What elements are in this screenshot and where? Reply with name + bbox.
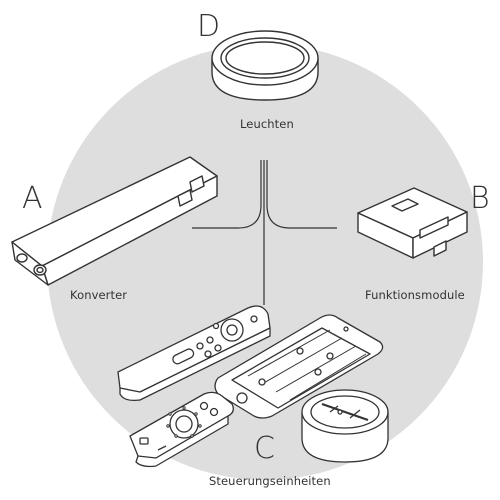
- label-letter-d: D: [197, 9, 221, 44]
- wall-dimmer-icon: [301, 389, 389, 463]
- label-letter-b: B: [470, 181, 490, 216]
- caption-konverter: Konverter: [70, 288, 128, 302]
- caption-funktionsmodule: Funktionsmodule: [365, 288, 465, 302]
- label-letter-a: A: [22, 181, 43, 216]
- caption-leuchten: Leuchten: [240, 117, 294, 131]
- converter-icon: [11, 156, 218, 286]
- ceiling-light-icon: [211, 30, 319, 101]
- connector-lines: [192, 160, 337, 305]
- remote-control-icon: [117, 305, 271, 402]
- caption-steuerungseinheiten: Steuerungseinheiten: [209, 474, 331, 488]
- label-letter-c: C: [254, 431, 275, 466]
- function-module-icon: [357, 187, 468, 259]
- dimmer-remote-icon: [129, 391, 234, 468]
- smartphone-icon: [214, 314, 384, 419]
